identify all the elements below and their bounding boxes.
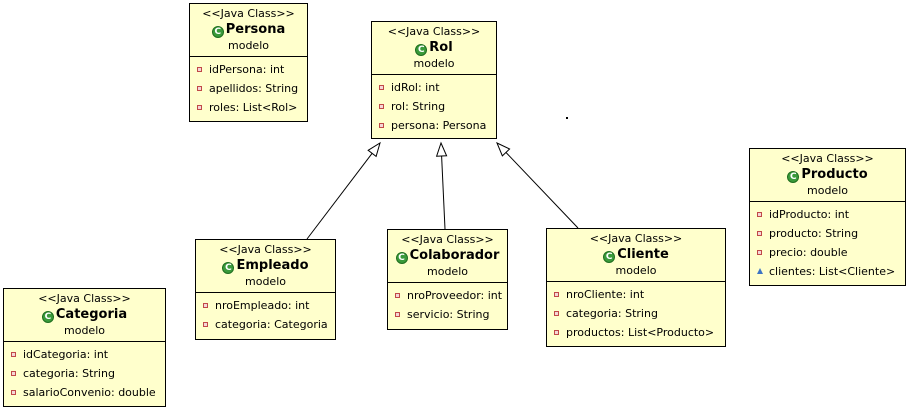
attribute-list: idPersona: int apellidos: String roles: …: [190, 56, 307, 121]
package-label: modelo: [427, 265, 468, 278]
stray-dot: [566, 117, 568, 119]
attribute[interactable]: nroEmpleado: int: [196, 296, 335, 315]
class-name: Producto: [801, 167, 868, 182]
class-icon: C: [395, 252, 408, 264]
private-visibility-icon: [554, 311, 559, 316]
attribute[interactable]: salarioConvenio: double: [4, 383, 165, 402]
attribute-list: nroEmpleado: int categoria: Categoria: [196, 292, 335, 338]
private-visibility-icon: [197, 67, 202, 72]
class-icon: C: [603, 251, 616, 263]
attribute-list: nroCliente: int categoria: String produc…: [547, 281, 725, 346]
attribute-list: idCategoria: int categoria: String salar…: [4, 341, 165, 406]
attribute-list: idProducto: int producto: String precio:…: [750, 201, 905, 285]
private-visibility-icon: [554, 292, 559, 297]
package-label: modelo: [64, 324, 105, 337]
private-visibility-icon: [379, 123, 384, 128]
generalization-line[interactable]: [505, 152, 579, 229]
stereotype-label: <<Java Class>>: [387, 25, 481, 38]
attribute[interactable]: idPersona: int: [190, 60, 307, 79]
private-visibility-icon: [757, 212, 762, 217]
class-name: Rol: [429, 40, 453, 55]
private-visibility-icon: [197, 86, 202, 91]
attribute[interactable]: categoria: String: [4, 364, 165, 383]
private-visibility-icon: [757, 250, 762, 255]
private-visibility-icon: [395, 312, 400, 317]
stereotype-label: <<Java Class>>: [781, 152, 874, 165]
attribute[interactable]: clientes: List<Cliente>: [750, 262, 905, 281]
stereotype-label: <<Java Class>>: [589, 232, 683, 245]
private-visibility-icon: [11, 390, 16, 395]
private-visibility-icon: [11, 371, 16, 376]
generalization-arrowhead: [367, 141, 381, 158]
class-name: Colaborador: [409, 248, 500, 263]
attribute[interactable]: servicio: String: [388, 305, 507, 324]
private-visibility-icon: [203, 322, 208, 327]
class-name: Empleado: [236, 258, 309, 273]
class-icon: C: [222, 262, 235, 274]
package-label: modelo: [245, 275, 286, 288]
attribute[interactable]: nroProveedor: int: [388, 286, 507, 305]
attribute[interactable]: apellidos: String: [190, 79, 307, 98]
generalization-arrowhead: [435, 141, 448, 157]
attribute[interactable]: productos: List<Producto>: [547, 323, 725, 342]
class-icon: C: [41, 311, 54, 323]
attribute[interactable]: roles: List<Rol>: [190, 98, 307, 117]
class-icon: C: [787, 171, 800, 183]
private-visibility-icon: [379, 85, 384, 90]
stereotype-label: <<Java Class>>: [202, 7, 295, 20]
attribute[interactable]: rol: String: [372, 97, 496, 116]
class-icon: C: [211, 26, 224, 38]
package-label: modelo: [807, 184, 848, 197]
attribute-list: nroProveedor: int servicio: String: [388, 282, 507, 328]
class-name: Categoria: [55, 307, 128, 322]
attribute[interactable]: idRol: int: [372, 78, 496, 97]
package-label: modelo: [413, 57, 455, 70]
class-icon: C: [415, 44, 428, 56]
attribute[interactable]: nroCliente: int: [547, 285, 725, 304]
attribute[interactable]: categoria: Categoria: [196, 315, 335, 334]
attribute-list: idRol: int rol: String persona: Persona: [372, 74, 496, 139]
stereotype-label: <<Java Class>>: [219, 243, 312, 256]
stereotype-label: <<Java Class>>: [401, 233, 494, 246]
attribute[interactable]: idCategoria: int: [4, 345, 165, 364]
generalization-arrowhead: [496, 141, 511, 157]
private-visibility-icon: [554, 330, 559, 335]
generalization-line[interactable]: [306, 153, 373, 240]
attribute[interactable]: persona: Persona: [372, 116, 496, 135]
generalization-line[interactable]: [441, 155, 446, 230]
private-visibility-icon: [203, 303, 208, 308]
private-visibility-icon: [11, 352, 16, 357]
class-name: Persona: [225, 22, 286, 37]
package-visibility-icon: [757, 268, 763, 274]
attribute[interactable]: producto: String: [750, 224, 905, 243]
package-label: modelo: [615, 264, 657, 277]
private-visibility-icon: [757, 231, 762, 236]
attribute[interactable]: precio: double: [750, 243, 905, 262]
stereotype-label: <<Java Class>>: [38, 292, 131, 305]
private-visibility-icon: [395, 293, 400, 298]
attribute[interactable]: idProducto: int: [750, 205, 905, 224]
class-name: Cliente: [617, 247, 669, 262]
private-visibility-icon: [197, 105, 202, 110]
private-visibility-icon: [379, 104, 384, 109]
package-label: modelo: [228, 39, 269, 52]
attribute[interactable]: categoria: String: [547, 304, 725, 323]
